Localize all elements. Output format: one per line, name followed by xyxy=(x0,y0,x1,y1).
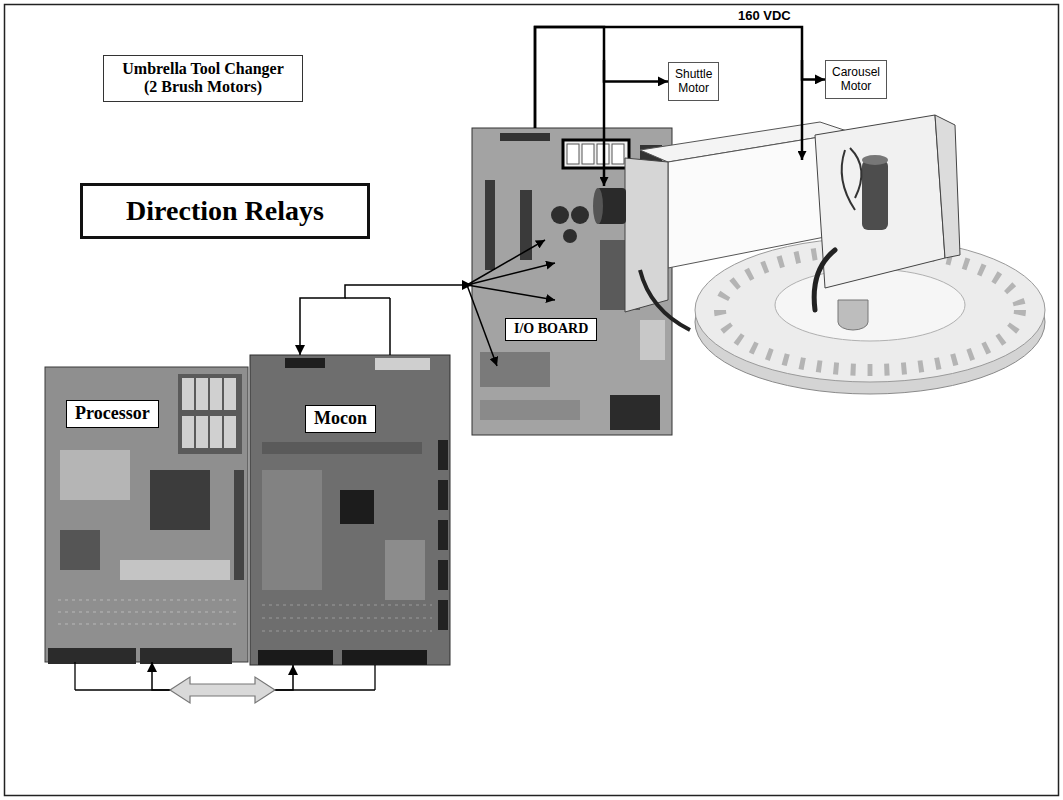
processor-board xyxy=(45,367,248,664)
processor-board-part xyxy=(182,378,194,410)
io-board-part xyxy=(563,140,629,168)
processor-board-part xyxy=(224,378,236,410)
io-board-part xyxy=(551,206,569,224)
processor-board-part xyxy=(48,648,136,664)
processor-board-part xyxy=(210,378,222,410)
tool-changer-part xyxy=(815,115,945,288)
tool-changer-part xyxy=(862,160,888,230)
signal-arrow-part xyxy=(467,285,555,300)
tool-changer-part xyxy=(775,269,965,341)
mocon-board xyxy=(250,355,450,665)
processor-board-part xyxy=(196,416,208,448)
processor-board-part xyxy=(224,416,236,448)
mocon-board-part xyxy=(438,600,448,630)
power-arrow xyxy=(604,60,802,186)
mocon-board-part xyxy=(375,358,430,370)
bus-bracket-part xyxy=(374,665,375,690)
circuit-board: Processor xyxy=(45,367,248,662)
mocon-board-part xyxy=(438,560,448,590)
processor-board-part xyxy=(120,560,230,580)
voltage-label: 160 VDC xyxy=(736,8,793,24)
mocon-board-part xyxy=(258,650,333,665)
io-board-part xyxy=(485,180,495,270)
mocon-board-part xyxy=(340,490,374,524)
processor-board-part xyxy=(234,470,244,580)
io-board-part xyxy=(500,133,550,141)
wire-connector xyxy=(300,285,472,355)
tool-changer xyxy=(593,115,1045,394)
board-label: Mocon xyxy=(305,405,376,433)
wire-connector xyxy=(535,27,825,128)
io-board-part xyxy=(480,400,580,420)
io-board-part xyxy=(640,320,665,360)
mocon-board-part xyxy=(438,520,448,550)
signal-arrow-part xyxy=(467,240,545,285)
mocon-board-part xyxy=(385,540,425,600)
board-label: I/O BOARD xyxy=(505,318,597,341)
io-board-part xyxy=(480,352,550,387)
processor-board-part xyxy=(60,450,130,500)
tool-changer-part xyxy=(814,250,835,310)
page-frame-part xyxy=(5,5,1059,796)
processor-board-part xyxy=(178,374,242,454)
processor-board-part xyxy=(58,600,238,624)
tool-changer-part xyxy=(935,115,960,258)
tool-changer-part xyxy=(593,188,603,224)
mocon-board-part xyxy=(285,358,325,368)
io-board-part xyxy=(563,229,577,243)
mocon-board-part xyxy=(262,470,322,590)
processor-board-part xyxy=(150,470,210,530)
signal-arrow xyxy=(345,240,555,366)
mocon-board-part xyxy=(262,605,432,631)
tool-changer-part xyxy=(838,300,868,330)
io-board-part xyxy=(612,144,624,164)
circuit-board: Mocon xyxy=(250,355,450,665)
section-title-box: Direction Relays xyxy=(80,183,370,239)
box-text: Umbrella Tool Changer (2 Brush Motors) xyxy=(116,60,290,97)
mocon-board-part xyxy=(438,480,448,510)
motor-label-box: Carousel Motor xyxy=(825,60,887,99)
tool-changer-part xyxy=(842,148,862,210)
processor-board-part xyxy=(196,378,208,410)
circuit-board: I/O BOARD xyxy=(472,128,672,435)
mocon-board-part xyxy=(342,650,427,665)
mocon-board-part xyxy=(438,440,448,470)
wire-connector xyxy=(535,27,668,128)
box-text: Direction Relays xyxy=(93,194,357,228)
processor-board-part xyxy=(45,367,248,662)
signal-arrow-part xyxy=(345,297,390,299)
io-board-part xyxy=(520,190,532,260)
mocon-board-part xyxy=(262,442,422,454)
bus-double-arrow xyxy=(170,677,275,703)
mocon-board-part xyxy=(250,355,450,665)
box-text: Shuttle Motor xyxy=(675,67,712,96)
motor-label-box: Shuttle Motor xyxy=(668,62,719,101)
tool-changer-part xyxy=(862,155,888,165)
processor-board-part xyxy=(182,416,194,448)
io-board-part xyxy=(582,144,594,164)
bus-double-arrow-part xyxy=(170,677,275,703)
io-board-part xyxy=(610,395,660,430)
io-board-part xyxy=(571,206,589,224)
signal-arrow-part xyxy=(467,285,497,366)
page-frame xyxy=(5,5,1059,796)
bus-bracket-part xyxy=(74,662,75,690)
processor-board-part xyxy=(60,530,100,570)
board-label: Processor xyxy=(66,400,159,428)
io-board-part xyxy=(567,144,579,164)
box-text: Carousel Motor xyxy=(832,65,880,94)
signal-arrow-part xyxy=(389,298,391,355)
heading-box: Umbrella Tool Changer (2 Brush Motors) xyxy=(103,55,303,102)
processor-board-part xyxy=(210,416,222,448)
processor-board-part xyxy=(140,648,232,664)
tool-changer-part xyxy=(640,270,690,330)
signal-arrow-part xyxy=(467,263,555,285)
